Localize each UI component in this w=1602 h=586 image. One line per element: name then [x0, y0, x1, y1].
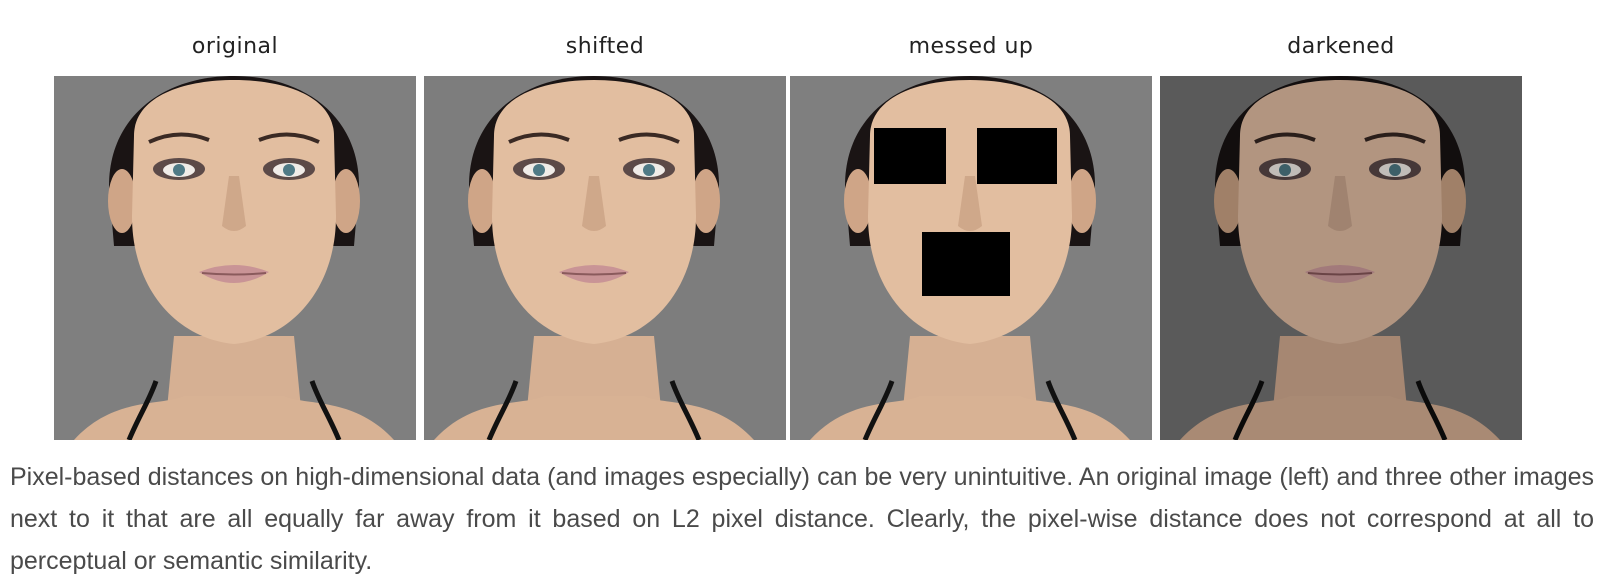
- panel-original: original: [54, 0, 416, 440]
- eyebrow-right: [258, 132, 320, 144]
- strap-left: [1232, 380, 1265, 440]
- eyebrow-left: [508, 132, 570, 144]
- face: [434, 76, 754, 440]
- eyebrow-right: [1364, 132, 1426, 144]
- face: [74, 76, 394, 440]
- eyebrow-left: [148, 132, 210, 144]
- face-image-messed-up: [790, 76, 1152, 440]
- face-illustration: [1160, 76, 1522, 440]
- eyebrow-right: [618, 132, 680, 144]
- figure-caption: Pixel-based distances on high-dimensiona…: [10, 463, 1594, 575]
- ear-right: [332, 169, 360, 233]
- panel-label: messed up: [908, 34, 1034, 59]
- eyebrow-left: [1254, 132, 1316, 144]
- ear-left: [108, 169, 136, 233]
- panel-messed-up: messed up: [790, 0, 1152, 440]
- panel-label: darkened: [1287, 34, 1395, 59]
- ear-right: [1438, 169, 1466, 233]
- occluder-left-eye: [874, 128, 946, 184]
- nose-shape: [958, 176, 982, 231]
- panel-shifted: shifted: [424, 0, 786, 440]
- face-image-shifted: [424, 76, 786, 440]
- face-image-darkened: [1160, 76, 1522, 440]
- face-image-original: [54, 76, 416, 440]
- shoulders-shape: [810, 396, 1130, 440]
- nose-shape: [222, 176, 246, 231]
- strap-right: [309, 380, 342, 440]
- shoulders-shape: [434, 396, 754, 440]
- nose-shape: [582, 176, 606, 231]
- lip-line: [1307, 272, 1373, 276]
- strap-left: [862, 380, 895, 440]
- strap-right: [1045, 380, 1078, 440]
- ear-right: [692, 169, 720, 233]
- face: [1180, 76, 1500, 440]
- strap-right: [669, 380, 702, 440]
- lip-line: [561, 272, 627, 276]
- iris-right: [1389, 164, 1401, 176]
- face-illustration: [790, 76, 1152, 440]
- iris-left: [1279, 164, 1291, 176]
- ear-right: [1068, 169, 1096, 233]
- panel-label: shifted: [565, 34, 645, 59]
- iris-left: [533, 164, 545, 176]
- iris-right: [643, 164, 655, 176]
- occluder-mouth: [922, 232, 1010, 296]
- strap-right: [1415, 380, 1448, 440]
- panel-darkened: darkened: [1160, 0, 1522, 440]
- panel-label: original: [191, 34, 279, 59]
- ear-left: [844, 169, 872, 233]
- strap-left: [126, 380, 159, 440]
- face-illustration: [424, 76, 786, 440]
- face-illustration: [54, 76, 416, 440]
- shoulders-shape: [74, 396, 394, 440]
- ear-left: [1214, 169, 1242, 233]
- iris-left: [173, 164, 185, 176]
- strap-left: [486, 380, 519, 440]
- face-comparison-figure: original: [54, 0, 1522, 440]
- lip-line: [201, 272, 267, 276]
- ear-left: [468, 169, 496, 233]
- occluder-right-eye: [977, 128, 1057, 184]
- iris-right: [283, 164, 295, 176]
- shoulders-shape: [1180, 396, 1500, 440]
- nose-shape: [1328, 176, 1352, 231]
